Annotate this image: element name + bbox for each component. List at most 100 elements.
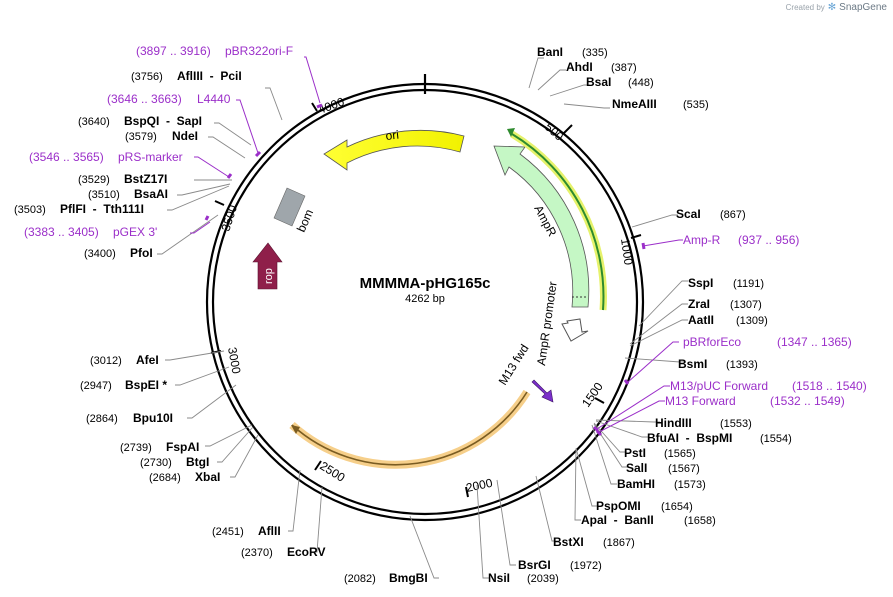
ampr-feature [493, 145, 590, 308]
bom-feature [273, 187, 306, 227]
site-connectors-left [157, 87, 439, 579]
site-xbai: XbaI [195, 470, 220, 484]
primer-pbrforeco-range: (1347 .. 1365) [777, 335, 852, 349]
site-sspi-pos: (1191) [733, 278, 764, 290]
primer-marks [204, 103, 646, 437]
site-bsmi-pos: (1393) [726, 359, 758, 371]
site-psti: PstI [624, 446, 646, 460]
rop-label: rop [263, 268, 275, 284]
site-bsaai: BsaAI [134, 187, 168, 201]
site-bsrgi: BsrGI [518, 558, 551, 572]
primer-prs-marker-range: (3546 .. 3565) [29, 150, 104, 164]
site-bstz17i-pos: (3529) [78, 174, 110, 186]
primer-connectors [190, 56, 683, 433]
primer-m13-puc-forward: M13/pUC Forward [670, 379, 768, 393]
primer-prs-marker: pRS-marker [118, 150, 183, 164]
plasmid-name: MMMMA-pHG165c [360, 275, 491, 292]
site-ndei-pos: (3579) [125, 131, 157, 143]
ampr-promoter-feature [561, 318, 589, 342]
site-zrai: ZraI [688, 297, 710, 311]
site-bstxi: BstXI [553, 535, 584, 549]
credit-prefix: Created by [785, 3, 825, 12]
site-pspomi-pos: (1654) [661, 501, 693, 513]
site-pflfi-tth111i: PflFI - Tth111I [60, 202, 144, 216]
site-ahdi: AhdI [566, 60, 593, 74]
site-bmgbi-pos: (2082) [344, 573, 376, 585]
tick-label-2000: 2000 [465, 476, 494, 495]
site-apai-banii: ApaI - BanII [581, 513, 654, 527]
site-pflfi-tth111i-pos: (3503) [14, 204, 46, 216]
primer-amp-r-range: (937 .. 956) [738, 233, 799, 247]
site-sali-pos: (1567) [668, 463, 700, 475]
site-bspqi-sapi-pos: (3640) [78, 116, 110, 128]
site-bpu10i-pos: (2864) [86, 413, 118, 425]
m13-fwd-label: M13 fwd [496, 342, 532, 388]
site-aflii: AflII [258, 524, 281, 538]
site-bstxi-pos: (1867) [603, 537, 635, 549]
site-scai: ScaI [676, 207, 701, 221]
site-hindiii-pos: (1553) [720, 418, 752, 430]
site-btgi-pos: (2730) [140, 457, 172, 469]
primer-pgex3-range: (3383 .. 3405) [24, 225, 99, 239]
ampr-highlight-line [511, 133, 605, 311]
site-afei: AfeI [136, 353, 159, 367]
site-ndei: NdeI [172, 129, 198, 143]
primer-pbr322ori-f-range: (3897 .. 3916) [136, 44, 211, 58]
credit-brand: SnapGene [839, 2, 887, 13]
lacz-highlight-arrow [291, 425, 300, 434]
site-bsrgi-pos: (1972) [570, 560, 602, 572]
tick-label-2500: 2500 [317, 459, 347, 485]
site-nsii: NsiI [488, 571, 510, 585]
site-hindiii: HindIII [655, 416, 692, 430]
tick-label-1000: 1000 [618, 237, 636, 266]
site-bsai-pos: (448) [628, 77, 654, 89]
site-zrai-pos: (1307) [730, 299, 762, 311]
site-bsaai-pos: (3510) [88, 189, 120, 201]
site-scai-pos: (867) [720, 209, 746, 221]
site-ahdi-pos: (387) [611, 62, 637, 74]
site-bspqi-sapi: BspQI - SapI [124, 114, 202, 128]
primer-pgex3: pGEX 3' [113, 225, 157, 239]
snapgene-logo-icon: ✻ [827, 2, 837, 13]
site-ecorv: EcoRV [287, 545, 325, 559]
site-bfuai-bspmi-pos: (1554) [760, 433, 792, 445]
primer-m13-forward-range: (1532 .. 1549) [770, 394, 845, 408]
site-labels-right: BanI (335) AhdI (387) BsaI (448) NmeAIII… [488, 45, 792, 585]
site-fspai: FspAI [166, 440, 199, 454]
site-bani: BanI [537, 45, 563, 59]
tick-label-1500: 1500 [579, 380, 606, 410]
m13-fwd-feature [531, 379, 554, 403]
site-psti-pos: (1565) [664, 448, 696, 460]
primer-pbrforeco: pBRforEco [683, 335, 741, 349]
site-fspai-pos: (2739) [120, 442, 152, 454]
snapgene-credit: Created by ✻ SnapGene [786, 2, 887, 13]
site-bfuai-bspmi: BfuAI - BspMI [647, 431, 732, 445]
ori-label: ori [385, 128, 400, 143]
site-bani-pos: (335) [582, 47, 608, 59]
site-labels-left: (3756) AflIII - PciI (3640) BspQI - SapI… [14, 69, 428, 585]
primer-l4440: L4440 [197, 92, 231, 106]
site-bamhi: BamHI [617, 477, 655, 491]
site-bpu10i: Bpu10I [133, 411, 173, 425]
primer-amp-r: Amp-R [683, 233, 721, 247]
site-nsii-pos: (2039) [527, 573, 559, 585]
site-bmgbi: BmgBI [389, 571, 428, 585]
site-bspei-pos: (2947) [80, 380, 112, 392]
site-pfoi: PfoI [130, 246, 153, 260]
site-bsmi: BsmI [678, 357, 707, 371]
primer-l4440-range: (3646 .. 3663) [107, 92, 182, 106]
ampr-highlight-arrow [507, 128, 515, 137]
site-nmeaiii-pos: (535) [683, 99, 709, 111]
site-aflii-pos: (2451) [212, 526, 244, 538]
site-bsai: BsaI [586, 75, 611, 89]
site-pfoi-pos: (3400) [84, 248, 116, 260]
site-connectors-right [476, 57, 688, 579]
plasmid-size: 4262 bp [405, 293, 445, 305]
lacz-highlight-line [291, 391, 528, 466]
primer-m13-forward: M13 Forward [665, 394, 736, 408]
rop-feature [252, 242, 283, 290]
site-bamhi-pos: (1573) [674, 479, 706, 491]
site-aatii: AatII [688, 313, 714, 327]
primer-m13-puc-forward-range: (1518 .. 1540) [792, 379, 867, 393]
